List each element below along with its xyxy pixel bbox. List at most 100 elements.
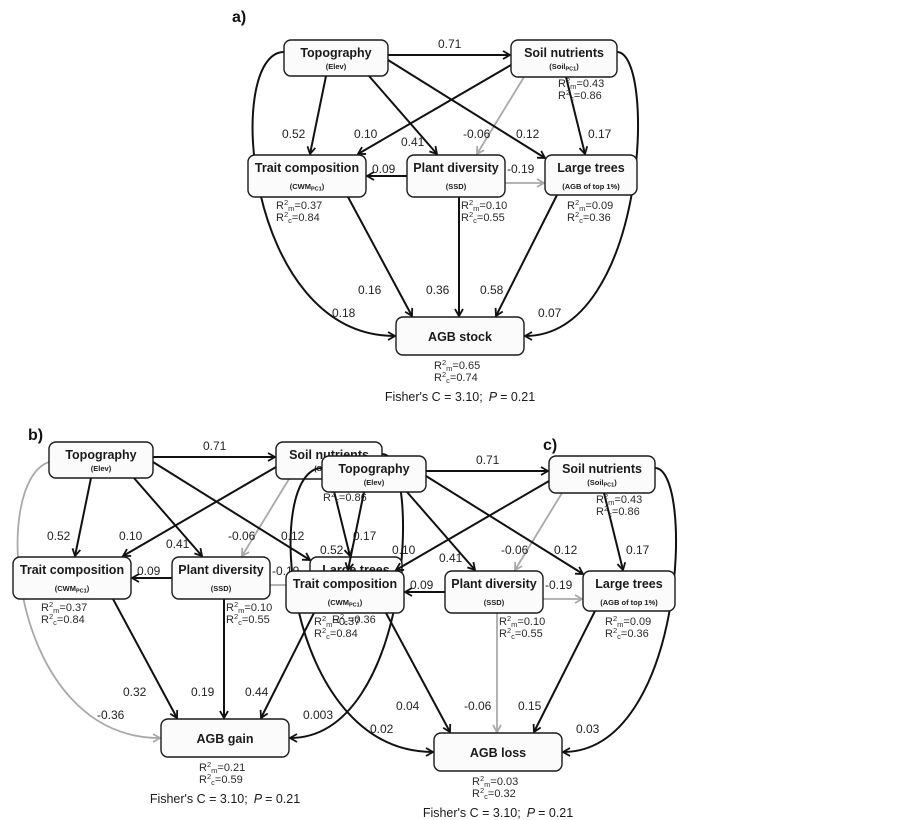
r-squared-value: 0.10: [486, 200, 507, 212]
r-squared-value: 0.09: [630, 616, 651, 628]
path-coefficient-div-to-trait: 0.09: [137, 564, 161, 578]
node-subtitle: (AGB of top 1%): [600, 598, 658, 607]
path-arrow-soil-to-trait: [356, 64, 512, 155]
r-squared-marginal: R2m=0.65: [434, 358, 480, 373]
node-large-trees: Large trees(AGB of top 1%)R2m=0.09R2c=0.…: [544, 154, 638, 225]
node-title: Trait composition: [255, 161, 359, 175]
node-subtitle: (Elev): [91, 464, 112, 473]
path-arrow-topo-to-large: [152, 461, 312, 561]
node-title: Large trees: [595, 577, 662, 591]
path-arrow-trait-to-resp: [347, 196, 414, 318]
r-squared-value: 0.03: [497, 776, 518, 788]
path-coefficient-trait-to-resp: 0.16: [358, 283, 382, 297]
path-coefficient-div-to-trait: 0.09: [410, 578, 434, 592]
path-coefficient-soil-to-trait: 0.10: [354, 127, 378, 141]
node-subtitle-subscript: PC1: [311, 187, 322, 193]
node-subtitle-text: (AGB of top 1%): [600, 598, 658, 607]
path-arrow-soil-to-trait: [394, 480, 550, 571]
r-squared-value: 0.55: [521, 628, 542, 640]
path-coefficient-div-to-large: -0.19: [507, 162, 535, 176]
node-trait-composition: Trait composition(CWMPC1)R2m=0.37R2c=0.8…: [285, 570, 405, 641]
node-trait-composition: Trait composition(CWMPC1)R2m=0.37R2c=0.8…: [12, 556, 132, 627]
r-squared-value: 0.84: [63, 614, 84, 626]
r-squared-conditional: R2c=0.84: [276, 210, 320, 225]
node-subtitle-end: ): [576, 62, 579, 71]
path-coefficient-soil-to-large: 0.17: [626, 543, 650, 557]
path-coefficient-large-to-resp: 0.44: [245, 685, 269, 699]
r-squared-value: 0.43: [583, 78, 604, 90]
node-trait-composition: Trait composition(CWMPC1)R2m=0.37R2c=0.8…: [247, 154, 367, 225]
r-squared-conditional: R2c=0.55: [461, 210, 505, 225]
path-coefficient-topo-to-div: 0.41: [166, 537, 190, 551]
path-coefficient-topo-to-div: 0.41: [401, 135, 425, 149]
r-squared-marginal: R2m=0.21: [199, 760, 245, 775]
node-box: [285, 570, 405, 614]
node-large-trees: Large trees(AGB of top 1%)R2m=0.09R2c=0.…: [582, 570, 676, 641]
r-squared-marginal: R2m=0.37: [41, 600, 87, 615]
fishers-c-statistic: Fisher's C = 3.10;P= 0.21: [423, 806, 573, 820]
node-box: [406, 154, 506, 198]
path-coefficient-soil-to-large: 0.17: [353, 529, 377, 543]
node-title: AGB stock: [428, 330, 492, 344]
fishers-c-statistic: Fisher's C = 3.10;P= 0.21: [150, 792, 300, 806]
path-coefficient-trait-to-resp: 0.04: [396, 699, 420, 713]
panel-label: c): [543, 437, 557, 454]
r-squared-value: 0.55: [248, 614, 269, 626]
node-subtitle-end: ): [614, 478, 617, 487]
r-squared-conditional: R2c=0.36: [332, 612, 376, 627]
path-coefficient-topo-to-soil: 0.71: [438, 37, 462, 51]
node-title: Plant diversity: [451, 577, 536, 591]
node-subtitle-subscript: PC1: [604, 483, 615, 489]
r-squared-marginal: R2m=0.03: [472, 774, 518, 789]
r-squared-marginal: R2m=0.10: [499, 614, 545, 629]
path-arrow-topo-to-div: [368, 75, 439, 156]
node-box: [48, 441, 154, 479]
path-coefficient-topo-to-large: 0.12: [281, 529, 305, 543]
node-topography: Topography (Elev): [283, 39, 389, 77]
r-squared-conditional: R2c=0.74: [434, 370, 478, 385]
node-title: AGB gain: [197, 732, 254, 746]
node-subtitle-text: (CWM: [328, 598, 349, 607]
node-subtitle-subscript: PC1: [76, 589, 87, 595]
path-arrow-topo-to-div: [133, 477, 204, 558]
node-box: [548, 455, 656, 494]
node-subtitle: (SoilPC1): [549, 62, 579, 73]
r-squared-value: 0.36: [589, 212, 610, 224]
r-squared-conditional: R2c=0.55: [499, 626, 543, 641]
path-coefficient-div-to-large: -0.19: [545, 578, 573, 592]
path-coefficient-soil-to-resp: 0.03: [576, 722, 600, 736]
node-title: AGB loss: [470, 746, 526, 760]
path-arrow-topo-to-large: [387, 59, 547, 159]
node-title: Topography: [300, 46, 371, 60]
node-title: Plant diversity: [178, 563, 263, 577]
r-squared-conditional: R2c=0.32: [472, 786, 516, 801]
node-subtitle-text: (Soil: [549, 62, 565, 71]
r-squared-value: 0.59: [221, 774, 242, 786]
path-arrow-soil-to-large: [565, 76, 589, 156]
r-squared-conditional: R2c=0.36: [605, 626, 649, 641]
r-squared-value: 0.09: [592, 200, 613, 212]
path-coefficient-topo-to-trait: 0.52: [320, 543, 344, 557]
node-subtitle-end: ): [360, 598, 363, 607]
node-subtitle-text: (SSD): [446, 182, 467, 191]
p-symbol: P: [527, 806, 536, 820]
path-arrow-soil-to-div: [514, 492, 563, 572]
node-subtitle-text: (Elev): [326, 62, 347, 71]
node-title: Trait composition: [293, 577, 397, 591]
node-box: [395, 316, 525, 356]
node-box: [283, 39, 389, 77]
path-coefficient-soil-to-trait: 0.10: [392, 543, 416, 557]
r-squared-marginal: R2m=0.10: [226, 600, 272, 615]
node-box: [321, 455, 427, 493]
fishers-c-value: Fisher's C = 3.10;: [385, 390, 483, 404]
path-arrow-topo-to-large: [425, 475, 585, 575]
path-coefficient-div-to-resp: 0.19: [191, 685, 215, 699]
node-title: Soil nutrients: [524, 46, 604, 60]
path-coefficient-soil-to-resp: 0.003: [303, 708, 333, 722]
node-subtitle: (Elev): [364, 478, 385, 487]
r-squared-value: 0.86: [618, 506, 639, 518]
